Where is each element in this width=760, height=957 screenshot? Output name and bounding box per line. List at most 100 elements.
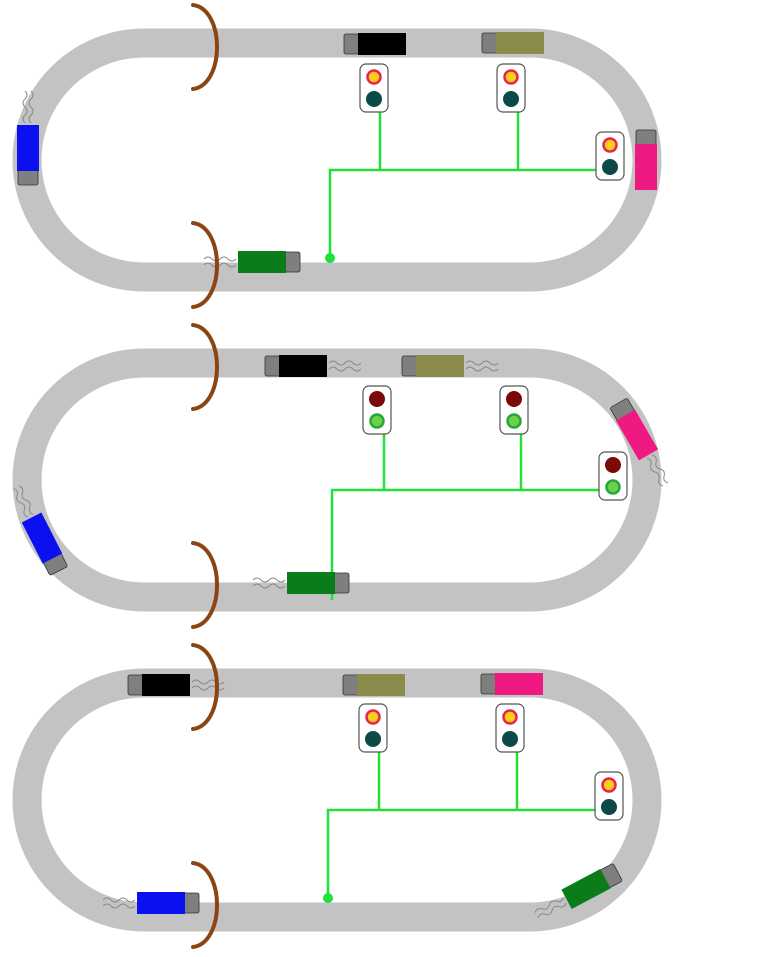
smoke-puff-icon	[534, 897, 567, 919]
red-lamp-off	[369, 391, 385, 407]
smoke-puff-icon	[465, 360, 499, 372]
coupler	[635, 129, 657, 147]
track-loop	[12, 348, 662, 612]
traffic-signal-icon	[359, 63, 389, 113]
traffic-signal-icon	[495, 703, 525, 753]
red-lamp-on	[602, 137, 618, 153]
wire-node	[323, 893, 333, 903]
red-lamp-on	[365, 709, 381, 725]
train-car-icon	[17, 90, 39, 186]
smoke-puff-icon	[203, 256, 237, 268]
train-car-icon	[203, 251, 301, 273]
train-car-icon	[252, 572, 350, 594]
traffic-signal-icon	[499, 385, 529, 435]
traffic-signal-icon	[598, 451, 628, 501]
coupler	[264, 355, 282, 377]
wire	[326, 808, 597, 898]
coupler	[332, 572, 350, 594]
smoke-line	[203, 256, 237, 262]
coupler	[342, 674, 360, 696]
train-car-icon	[102, 892, 200, 914]
train-body	[357, 674, 405, 696]
red-lamp-off	[506, 391, 522, 407]
train-body	[279, 355, 327, 377]
coupler	[127, 674, 145, 696]
green-lamp-on	[369, 413, 385, 429]
train-body	[495, 673, 543, 695]
green-lamp-off	[502, 731, 518, 747]
smoke-puff-icon	[252, 577, 286, 589]
green-lamp-on	[506, 413, 522, 429]
train-body	[17, 125, 39, 171]
train-body	[496, 32, 544, 54]
smoke-line	[646, 457, 664, 487]
red-lamp-off	[605, 457, 621, 473]
scenario-3	[12, 643, 662, 949]
traffic-signal-icon	[496, 63, 526, 113]
red-lamp-on	[502, 709, 518, 725]
train-body	[142, 674, 190, 696]
coupler	[283, 251, 301, 273]
smoke-line	[28, 90, 34, 124]
train-car-icon	[343, 33, 406, 55]
tunnel-arch-icon	[191, 3, 219, 91]
red-lamp-on	[601, 777, 617, 793]
train-body	[635, 144, 657, 190]
track-loop	[12, 668, 662, 932]
smoke-line	[465, 366, 499, 372]
green-lamp-off	[601, 799, 617, 815]
smoke-line	[22, 90, 28, 124]
signal-wiring	[326, 752, 597, 898]
tunnel-arch-icon	[191, 221, 219, 309]
smoke-line	[534, 897, 564, 913]
train-body	[615, 409, 659, 461]
green-lamp-off	[366, 91, 382, 107]
green-lamp-on	[605, 479, 621, 495]
train-car-icon	[534, 863, 623, 919]
smoke-line	[328, 360, 362, 366]
smoke-line	[537, 902, 567, 919]
wire-node	[325, 253, 335, 263]
smoke-line	[252, 583, 286, 589]
train-car-icon	[610, 398, 669, 487]
tunnel-arch-icon	[191, 323, 219, 411]
train-body	[416, 355, 464, 377]
train-car-icon	[342, 674, 405, 696]
smoke-line	[252, 577, 286, 583]
traffic-signal-icon	[358, 703, 388, 753]
smoke-puff-icon	[646, 454, 669, 487]
smoke-line	[18, 485, 34, 515]
signal-wiring	[328, 112, 598, 258]
green-lamp-off	[365, 731, 381, 747]
traffic-signal-icon	[595, 131, 625, 181]
train-body	[358, 33, 406, 55]
traffic-signal-icon	[594, 771, 624, 821]
tunnel-arch-icon	[191, 861, 219, 949]
smoke-line	[13, 488, 29, 518]
smoke-line	[102, 903, 136, 909]
smoke-line	[203, 262, 237, 268]
smoke-line	[328, 366, 362, 372]
wire	[330, 488, 604, 600]
coupler	[343, 33, 361, 55]
green-lamp-off	[602, 159, 618, 175]
smoke-puff-icon	[13, 485, 34, 518]
coupler	[481, 32, 499, 54]
coupler	[182, 892, 200, 914]
scenario-2	[12, 323, 669, 629]
train-body	[238, 251, 286, 273]
tunnel-arch-icon	[191, 541, 219, 629]
train-car-icon	[480, 673, 543, 695]
smoke-line	[102, 897, 136, 903]
tunnel-arch-icon	[191, 643, 219, 731]
scenario-1	[12, 3, 662, 309]
train-car-icon	[635, 129, 657, 190]
coupler	[17, 168, 39, 186]
red-lamp-on	[503, 69, 519, 85]
signal-wiring	[330, 434, 604, 600]
train-body	[137, 892, 185, 914]
smoke-line	[465, 360, 499, 366]
train-car-icon	[13, 485, 68, 576]
